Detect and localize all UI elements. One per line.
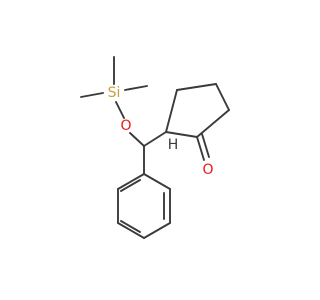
phenyl-ring xyxy=(117,173,171,239)
phenyl-bond-1 xyxy=(143,173,171,190)
carbonyl-oxygen-label: O xyxy=(202,162,213,178)
carbonyl-bond-a xyxy=(196,136,205,161)
phenyl-bond-3 xyxy=(143,222,171,239)
ring-bond-3 xyxy=(215,83,230,111)
phenyl-inner-bond-2 xyxy=(120,220,141,233)
phenyl-bond-6 xyxy=(117,173,145,190)
molecule-structure-diagram: Si O O H xyxy=(80,56,230,239)
oxygen-methine-bond xyxy=(129,132,145,147)
cyclopentanone-ring xyxy=(165,83,230,161)
si-methyl-left-bond xyxy=(80,92,104,98)
carbonyl-bond-b xyxy=(201,133,210,158)
ether-oxygen-label: O xyxy=(120,118,131,134)
silicon-atom-label: Si xyxy=(108,85,121,101)
ring-bond-4 xyxy=(196,109,230,138)
methine-carbon-group xyxy=(143,131,167,175)
si-methyl-right-bond xyxy=(124,85,148,91)
si-oxygen-bond xyxy=(115,101,125,119)
methine-ring-bond xyxy=(143,131,167,147)
ring-bond-5 xyxy=(165,131,198,138)
ring-bond-2 xyxy=(176,83,217,91)
phenyl-inner-bond-3 xyxy=(120,179,141,192)
phenyl-bond-4 xyxy=(117,222,145,239)
trimethylsilyl-group xyxy=(80,56,148,119)
ring-bond-1 xyxy=(165,89,178,133)
methine-hydrogen-label: H xyxy=(168,137,179,153)
